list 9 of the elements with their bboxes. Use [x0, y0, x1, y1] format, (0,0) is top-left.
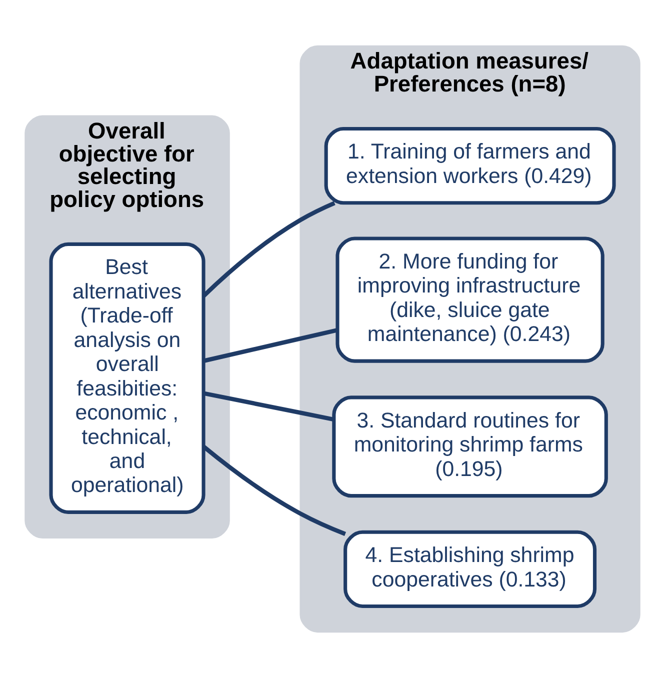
node-box: Best alternatives (Trade-off analysis on overall feasibities: economic , technical, and operational) — [49, 242, 206, 514]
connector — [203, 390, 334, 422]
connector — [202, 200, 336, 297]
node-box: 2. More funding for improving infrastructure (dike, sluice gate maintenance) (0.243) — [336, 236, 604, 362]
node-box: 3. Standard routines for monitoring shrimp farms (0.195) — [332, 395, 608, 498]
connector — [203, 328, 338, 362]
node-box: 4. Establishing shrimp cooperatives (0.133) — [344, 530, 597, 608]
node-box: 1. Training of farmers and extension workers (0.429) — [324, 126, 616, 204]
connector — [202, 444, 346, 536]
